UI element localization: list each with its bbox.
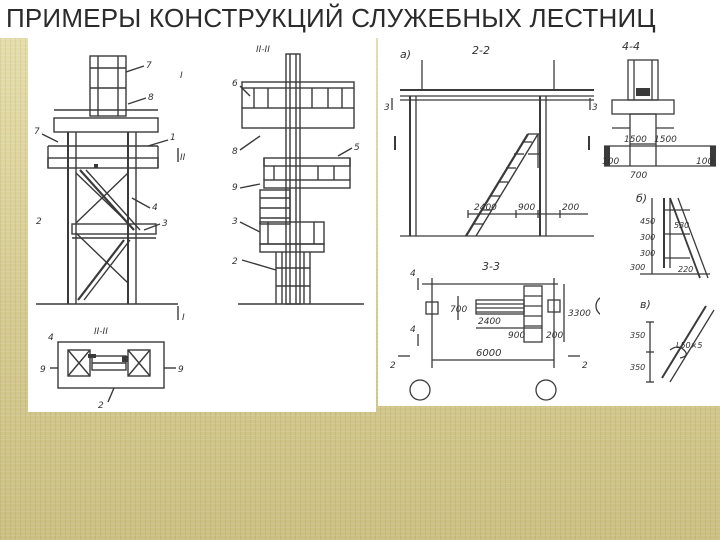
s33-mark-2-right: 2 bbox=[582, 361, 588, 371]
s44-dim-700: 700 bbox=[630, 171, 647, 181]
b-dim-450: 450 bbox=[640, 217, 655, 226]
side-mark-3: 3 bbox=[232, 217, 238, 227]
v-dim-angle: L50×5 bbox=[676, 341, 702, 350]
section-3-3 bbox=[398, 278, 580, 368]
side-mark-8: 8 bbox=[232, 147, 238, 157]
tower-mark-2: 2 bbox=[36, 217, 42, 227]
a-dim-200: 200 bbox=[562, 203, 579, 213]
s33-mark-2-left: 2 bbox=[390, 361, 396, 371]
ladder-details-drawing: 4-4 100 1500 1500 100 700 б) 450 300 300… bbox=[600, 38, 720, 406]
section-4-4-label: 4-4 bbox=[622, 40, 640, 53]
grid-axis-marker-3 bbox=[595, 297, 600, 315]
side-mark-5: 5 bbox=[354, 143, 360, 153]
section-2-2-label: 2-2 bbox=[472, 44, 490, 57]
stair-sections-drawing: а) 2-2 3 3 2400 900 200 3-3 2400 900 200… bbox=[378, 38, 600, 406]
tower-ladder-svg: 7 8 7 1 4 3 2 I II I II-II 4 9 2 9 II-II… bbox=[34, 45, 364, 411]
ladder-details-svg: 4-4 100 1500 1500 100 700 б) 450 300 300… bbox=[602, 40, 716, 383]
label-b: б) bbox=[636, 192, 647, 205]
plan-mark-2: 2 bbox=[98, 401, 104, 411]
s33-mark-4-bottom: 4 bbox=[410, 325, 416, 335]
tower-mark-7: 7 bbox=[146, 61, 152, 71]
tower-mark-8: 8 bbox=[148, 93, 154, 103]
section-2-2 bbox=[391, 60, 594, 237]
b-dim-220: 220 bbox=[678, 265, 693, 274]
plan-mark-9b: 9 bbox=[178, 365, 184, 375]
label-a: а) bbox=[400, 48, 411, 61]
s33-dim-200: 200 bbox=[546, 331, 563, 341]
plan-section-label: II-II bbox=[94, 327, 108, 337]
v-dim-350b: 350 bbox=[630, 363, 645, 372]
tower-ladder-drawing: 7 8 7 1 4 3 2 I II I II-II 4 9 2 9 II-II… bbox=[28, 38, 376, 412]
section-4-4 bbox=[604, 59, 716, 167]
detail-v bbox=[646, 305, 715, 383]
a-dim-900: 900 bbox=[518, 203, 535, 213]
grid-axis-marker-2 bbox=[535, 379, 557, 401]
side-section-label: II-II bbox=[256, 45, 270, 55]
tower-mark-7b: 7 bbox=[34, 127, 40, 137]
b-dim-300b: 300 bbox=[640, 249, 655, 258]
a-mark-3-right: 3 bbox=[592, 103, 598, 113]
tower-elevation bbox=[36, 55, 178, 305]
side-mark-6: 6 bbox=[232, 79, 238, 89]
s33-dim-6000: 6000 bbox=[476, 348, 501, 359]
side-mark-2: 2 bbox=[232, 257, 238, 267]
s33-dim-2400: 2400 bbox=[478, 317, 501, 327]
grid-axis-marker-1 bbox=[409, 379, 431, 401]
s33-mark-4-top: 4 bbox=[410, 269, 416, 279]
tower-mark-1: 1 bbox=[170, 133, 176, 143]
v-dim-350a: 350 bbox=[630, 331, 645, 340]
side-mark-9: 9 bbox=[232, 183, 238, 193]
tower-mark-3: 3 bbox=[162, 219, 168, 229]
detail-b bbox=[640, 197, 710, 279]
stair-sections-svg: а) 2-2 3 3 2400 900 200 3-3 2400 900 200… bbox=[384, 44, 600, 401]
s44-dim-1500-right: 1500 bbox=[654, 135, 677, 145]
tower-mark-I-top: I bbox=[180, 71, 183, 81]
s44-dim-100-right: 100 bbox=[696, 157, 713, 167]
side-elevation bbox=[238, 53, 364, 305]
tower-plan-view bbox=[50, 341, 176, 403]
plan-mark-9a: 9 bbox=[40, 365, 46, 375]
b-dim-530: 530 bbox=[674, 221, 689, 230]
s33-dim-3300: 3300 bbox=[568, 309, 591, 319]
tower-mark-I-bottom: I bbox=[182, 313, 185, 323]
section-3-3-label: 3-3 bbox=[482, 260, 500, 273]
label-v: в) bbox=[640, 298, 651, 311]
plan-mark-4: 4 bbox=[48, 333, 54, 343]
tower-mark-4: 4 bbox=[152, 203, 158, 213]
s44-dim-100-left: 100 bbox=[602, 157, 619, 167]
s44-dim-1500-left: 1500 bbox=[624, 135, 647, 145]
tower-mark-II: II bbox=[180, 153, 186, 163]
a-dim-2400: 2400 bbox=[474, 203, 497, 213]
s33-dim-700: 700 bbox=[450, 305, 467, 315]
title-bar: ПРИМЕРЫ КОНСТРУКЦИЙ СЛУЖЕБНЫХ ЛЕСТНИЦ bbox=[0, 0, 720, 38]
b-dim-300c: 300 bbox=[630, 263, 645, 272]
slide-title: ПРИМЕРЫ КОНСТРУКЦИЙ СЛУЖЕБНЫХ ЛЕСТНИЦ bbox=[6, 3, 656, 33]
a-mark-3-left: 3 bbox=[384, 103, 390, 113]
b-dim-300a: 300 bbox=[640, 233, 655, 242]
s33-dim-900: 900 bbox=[508, 331, 525, 341]
